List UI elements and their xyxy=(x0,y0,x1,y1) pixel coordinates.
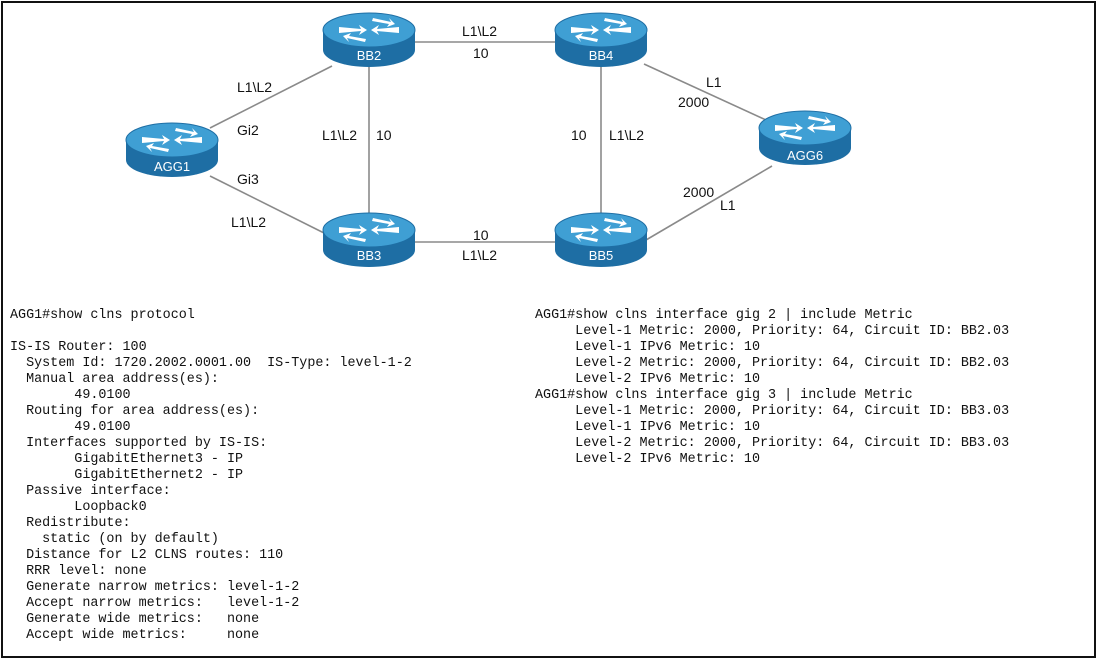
router-label: BB2 xyxy=(357,48,382,63)
cli-line: Interfaces supported by IS-IS: xyxy=(10,436,268,451)
link-metric-label: 2000 xyxy=(683,184,714,200)
router-label: AGG1 xyxy=(154,159,190,174)
router-label: BB4 xyxy=(589,48,614,63)
router-bb2: BB2 xyxy=(322,12,416,68)
cli-output-show-clns-interface: AGG1#show clns interface gig 2 | include… xyxy=(535,308,1009,468)
link-level-label: L1\L2 xyxy=(462,23,497,39)
link-metric-label: 10 xyxy=(473,45,489,61)
cli-line: Level-2 Metric: 2000, Priority: 64, Circ… xyxy=(535,436,1010,451)
link-metric-label: 2000 xyxy=(678,94,709,110)
cli-line xyxy=(10,324,412,340)
router-bb4: BB4 xyxy=(554,12,648,68)
cli-line: static (on by default) xyxy=(10,532,219,547)
cli-line: AGG1#show clns interface gig 2 | include… xyxy=(535,308,913,323)
cli-line: System Id: 1720.2002.0001.00 IS-Type: le… xyxy=(10,356,412,371)
cli-line: GigabitEthernet3 - IP xyxy=(10,452,244,467)
link-agg1-bb2 xyxy=(209,65,333,129)
interface-label: Gi3 xyxy=(237,171,259,187)
cli-line: IS-IS Router: 100 xyxy=(10,340,147,355)
link-level-label: L1\L2 xyxy=(231,214,266,230)
router-agg6: AGG6 xyxy=(758,110,852,166)
cli-line: Manual area address(es): xyxy=(10,372,219,387)
cli-line: Level-2 IPv6 Metric: 10 xyxy=(535,372,760,387)
cli-line: Level-1 IPv6 Metric: 10 xyxy=(535,340,760,355)
router-bb5: BB5 xyxy=(554,212,648,268)
link-level-label: L1 xyxy=(706,74,722,90)
router-bb3: BB3 xyxy=(322,212,416,268)
cli-line: Loopback0 xyxy=(10,500,147,515)
router-label: AGG6 xyxy=(787,148,823,163)
cli-line: Generate wide metrics: none xyxy=(10,612,260,627)
link-metric-label: 10 xyxy=(571,127,587,143)
cli-line: AGG1#show clns interface gig 3 | include… xyxy=(535,388,913,403)
cli-line: Level-1 Metric: 2000, Priority: 64, Circ… xyxy=(535,404,1010,419)
cli-line: 49.0100 xyxy=(10,388,131,403)
cli-line: AGG1#show clns protocol xyxy=(10,308,195,323)
link-metric-label: 10 xyxy=(376,127,392,143)
router-agg1: AGG1 xyxy=(125,122,219,178)
link-level-label: L1\L2 xyxy=(237,79,272,95)
link-level-label: L1 xyxy=(720,197,736,213)
cli-line: Redistribute: xyxy=(10,516,131,531)
cli-line: Generate narrow metrics: level-1-2 xyxy=(10,580,300,595)
cli-line: RRR level: none xyxy=(10,564,147,579)
router-label: BB3 xyxy=(357,248,382,263)
network-topology-diagram: BB2 BB4 AGG1 AGG6 BB3 BB5 L1\L2 10 L1\L2… xyxy=(125,12,852,268)
link-agg1-bb3 xyxy=(209,175,331,237)
link-bb5-agg6 xyxy=(645,165,773,241)
router-label: BB5 xyxy=(589,248,614,263)
cli-line: GigabitEthernet2 - IP xyxy=(10,468,244,483)
link-level-label: L1\L2 xyxy=(322,127,357,143)
cli-line: Distance for L2 CLNS routes: 110 xyxy=(10,548,284,563)
cli-line: Level-1 Metric: 2000, Priority: 64, Circ… xyxy=(535,324,1010,339)
link-bb4-agg6 xyxy=(643,63,767,121)
cli-line: Accept narrow metrics: level-1-2 xyxy=(10,596,300,611)
cli-line: Level-1 IPv6 Metric: 10 xyxy=(535,420,760,435)
interface-label: Gi2 xyxy=(237,122,259,138)
cli-line: Passive interface: xyxy=(10,484,171,499)
cli-line: 49.0100 xyxy=(10,420,131,435)
cli-line: Level-2 IPv6 Metric: 10 xyxy=(535,452,760,467)
cli-line: Accept wide metrics: none xyxy=(10,628,260,643)
link-level-label: L1\L2 xyxy=(609,127,644,143)
link-metric-label: 10 xyxy=(473,227,489,243)
cli-line: Routing for area address(es): xyxy=(10,404,260,419)
cli-line: Level-2 Metric: 2000, Priority: 64, Circ… xyxy=(535,356,1010,371)
link-level-label: L1\L2 xyxy=(462,247,497,263)
